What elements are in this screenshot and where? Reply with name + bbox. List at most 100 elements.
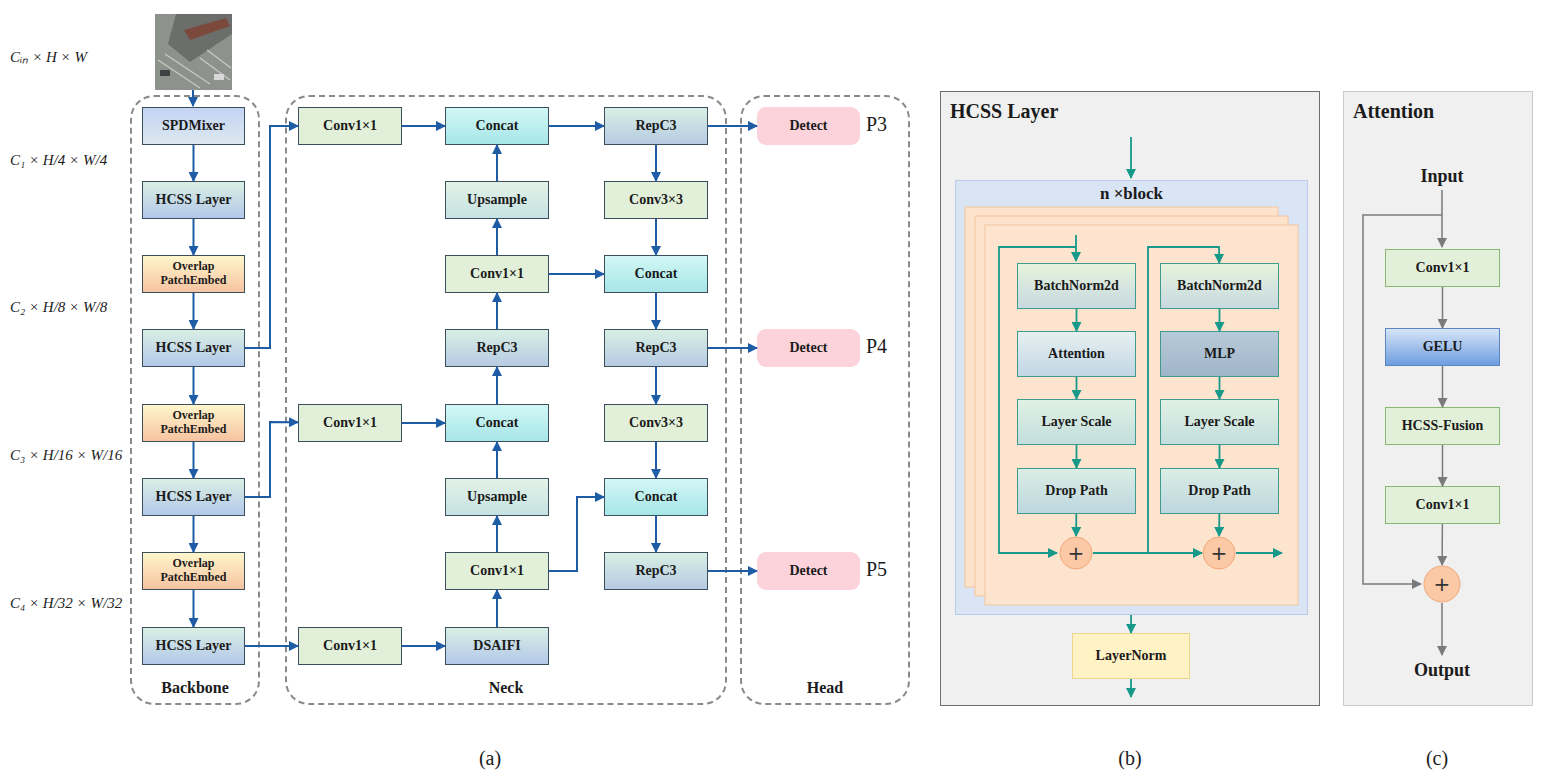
layer-box: Layer Scale <box>1160 399 1279 445</box>
layer-box: Drop Path <box>1017 468 1136 514</box>
module-box: HCSS Layer <box>142 478 245 516</box>
dimension-label: Cᵢₙ × H × W <box>10 46 87 66</box>
box-label: Upsample <box>467 489 527 505</box>
box-label: Conv1×1 <box>1416 260 1470 276</box>
flow-arrow <box>1219 377 1221 399</box>
box-label: Conv1×1 <box>323 118 377 134</box>
box-label: Concat <box>476 415 519 431</box>
module-box: Conv3×3 <box>604 181 708 219</box>
box-label: Overlap PatchEmbed <box>147 409 240 437</box>
module-box: DSAIFI <box>445 627 549 665</box>
flow-arrow <box>496 293 498 329</box>
box-label: Attention <box>1048 346 1105 362</box>
scale-label: P5 <box>866 558 887 581</box>
flow-arrow <box>549 125 604 127</box>
box-label: HCSS Layer <box>156 340 232 356</box>
thumbnail-car <box>214 74 224 80</box>
flow-arrow <box>708 347 757 349</box>
box-label: Upsample <box>467 192 527 208</box>
flow-arrow <box>193 367 195 404</box>
flow-arrow <box>193 219 195 255</box>
flow-arrow <box>1076 377 1078 399</box>
flow-arrow <box>549 273 604 275</box>
sum-node: + <box>1423 565 1461 603</box>
dimension-label: C₁ × H/4 × W/4 <box>10 152 107 169</box>
flow-arrow <box>655 293 657 329</box>
detect-head: Detect <box>757 107 860 145</box>
box-label: Conv3×3 <box>629 192 683 208</box>
box-label: HCSS-Fusion <box>1402 418 1484 434</box>
flow-arrow <box>193 516 195 552</box>
module-box: Conv3×3 <box>604 404 708 442</box>
module-box: HCSS Layer <box>142 329 245 367</box>
dimension-label: C₂ × H/8 × W/8 <box>10 299 107 316</box>
flow-arrow <box>496 516 498 552</box>
thumbnail-stripe <box>165 54 210 84</box>
module-box: Upsample <box>445 181 549 219</box>
flow-arrow <box>402 422 445 424</box>
thumbnail-roof <box>168 14 232 62</box>
group-label: Head <box>807 679 843 697</box>
flow-arrow <box>1441 524 1443 565</box>
io-label: Output <box>1414 660 1470 681</box>
box-label: Concat <box>635 266 678 282</box>
flow-arrow <box>1219 445 1221 468</box>
stacked-blocks <box>965 207 1298 605</box>
module-box: Conv1×1 <box>298 107 402 145</box>
flow-arrow <box>655 219 657 255</box>
stage-container: HeadDetectDetectDetect <box>740 95 910 705</box>
thumbnail-stripe <box>200 58 230 80</box>
module-box: HCSS Layer <box>142 181 245 219</box>
box-label: RepC3 <box>635 563 676 579</box>
group-label: Backbone <box>161 679 229 697</box>
box-label: Conv1×1 <box>1416 497 1470 513</box>
box-label: Layer Scale <box>1041 414 1111 430</box>
flow-arrow <box>708 570 757 572</box>
flow-arrow <box>496 219 498 255</box>
scale-label: P3 <box>866 113 887 136</box>
box-label: Conv1×1 <box>470 266 524 282</box>
box-label: HCSS Layer <box>156 192 232 208</box>
box-label: HCSS Layer <box>156 638 232 654</box>
flow-arrow <box>496 442 498 478</box>
module-box: RepC3 <box>604 552 708 590</box>
box-label: Conv1×1 <box>323 638 377 654</box>
sum-circle <box>1424 566 1460 602</box>
flow-arrow <box>1076 445 1078 468</box>
module-box: Conv1×1 <box>298 627 402 665</box>
dimension-label: C₄ × H/32 × W/32 <box>10 595 122 612</box>
thumbnail-stripe <box>207 50 231 68</box>
flow-arrow <box>496 590 498 627</box>
module-box: RepC3 <box>445 329 549 367</box>
box-label: DSAIFI <box>473 638 520 654</box>
layer-box: Layer Scale <box>1017 399 1136 445</box>
sum-circle <box>1203 537 1235 569</box>
sum-node: + <box>1059 536 1093 570</box>
thumbnail-car <box>160 70 170 76</box>
box-label: HCSS Layer <box>156 489 232 505</box>
box-label: Conv1×1 <box>323 415 377 431</box>
io-label: Input <box>1420 166 1463 187</box>
thumbnail-roof <box>184 18 230 40</box>
sum-circle <box>1060 537 1092 569</box>
flow-arrow <box>549 497 604 571</box>
module-box: SPDMixer <box>142 107 245 145</box>
module-box: Conv1×1 <box>445 255 549 293</box>
box-label: SPDMixer <box>162 118 225 134</box>
flow-arrow <box>1219 309 1221 331</box>
sum-sign: + <box>1068 542 1085 565</box>
block-layer <box>985 225 1298 605</box>
layer-box: Drop Path <box>1160 468 1279 514</box>
box-label: Conv1×1 <box>470 563 524 579</box>
scale-label: P4 <box>866 335 887 358</box>
box-label: Detect <box>789 118 827 134</box>
flow-arrow <box>1093 247 1219 553</box>
layer-box: BatchNorm2d <box>1160 263 1279 309</box>
box-label: Detect <box>789 563 827 579</box>
panel-title: Attention <box>1353 100 1434 123</box>
box-label: Detect <box>789 340 827 356</box>
box-label: Drop Path <box>1188 483 1250 499</box>
flow-arrow <box>193 293 195 329</box>
box-label: Conv3×3 <box>629 415 683 431</box>
box-label: GELU <box>1423 339 1463 355</box>
